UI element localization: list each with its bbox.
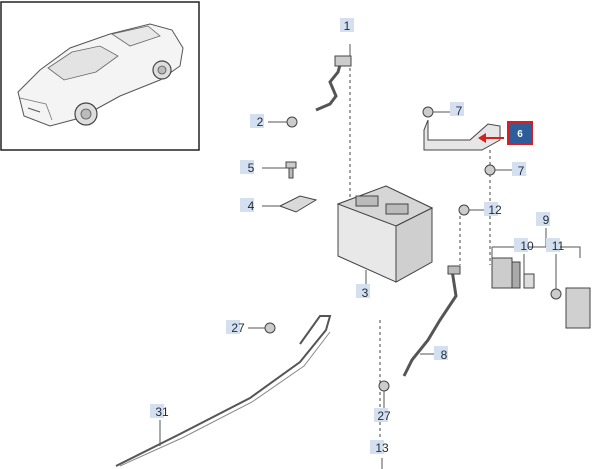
svg-text:4: 4 [248, 199, 255, 213]
nut-27 [264, 322, 276, 334]
callout-6[interactable]: 6 [507, 121, 533, 145]
callout-27[interactable]: 27 [374, 408, 391, 423]
svg-text:9: 9 [543, 213, 550, 227]
clamp-plate-4 [278, 195, 318, 213]
positive-cable [315, 55, 352, 112]
callout-7[interactable]: 7 [450, 102, 464, 118]
callout-12[interactable]: 12 [484, 202, 502, 217]
svg-text:6: 6 [517, 129, 523, 140]
callout-13[interactable]: 13 [370, 440, 389, 455]
callout-31[interactable]: 31 [150, 404, 169, 419]
callout-8[interactable]: 8 [434, 346, 448, 362]
bracket-9 [492, 246, 581, 258]
svg-text:13: 13 [375, 441, 389, 455]
callout-1[interactable]: 1 [340, 18, 354, 33]
nut-2 [286, 116, 298, 128]
svg-text:3: 3 [362, 286, 369, 300]
nut-7 [484, 164, 496, 176]
nut-12 [458, 204, 470, 216]
svg-text:7: 7 [456, 104, 463, 118]
svg-text:2: 2 [257, 115, 264, 129]
svg-text:11: 11 [552, 239, 565, 253]
fuse-box-9 [491, 257, 591, 329]
highlight-arrow [478, 133, 504, 143]
svg-text:31: 31 [155, 405, 169, 419]
svg-text:27: 27 [231, 321, 245, 335]
svg-text:1: 1 [344, 19, 351, 33]
callout-4[interactable]: 4 [240, 198, 255, 213]
svg-text:5: 5 [248, 161, 255, 175]
negative-cable-8 [402, 269, 458, 377]
callout-3[interactable]: 3 [356, 284, 370, 300]
callout-10[interactable]: 10 [514, 238, 534, 253]
callout-11[interactable]: 11 [546, 238, 565, 253]
nut-27 [378, 380, 390, 392]
bolt-5 [285, 161, 297, 179]
callout-2[interactable]: 2 [250, 114, 264, 129]
callout-9[interactable]: 9 [536, 212, 550, 227]
cable-terminal [447, 265, 461, 275]
svg-text:10: 10 [520, 239, 534, 253]
car-thumbnail-icon [0, 1, 200, 151]
battery-icon [336, 185, 434, 283]
svg-text:12: 12 [488, 203, 502, 217]
svg-text:7: 7 [518, 164, 525, 178]
svg-text:8: 8 [441, 348, 448, 362]
svg-text:27: 27 [377, 409, 391, 423]
callout-27[interactable]: 27 [226, 320, 245, 335]
long-cable-31 [115, 315, 332, 467]
callout-5[interactable]: 5 [240, 160, 255, 175]
nut-7 [422, 106, 434, 118]
callout-7[interactable]: 7 [512, 162, 526, 178]
long-cable-31 [119, 331, 331, 467]
strap-6 [423, 119, 501, 151]
